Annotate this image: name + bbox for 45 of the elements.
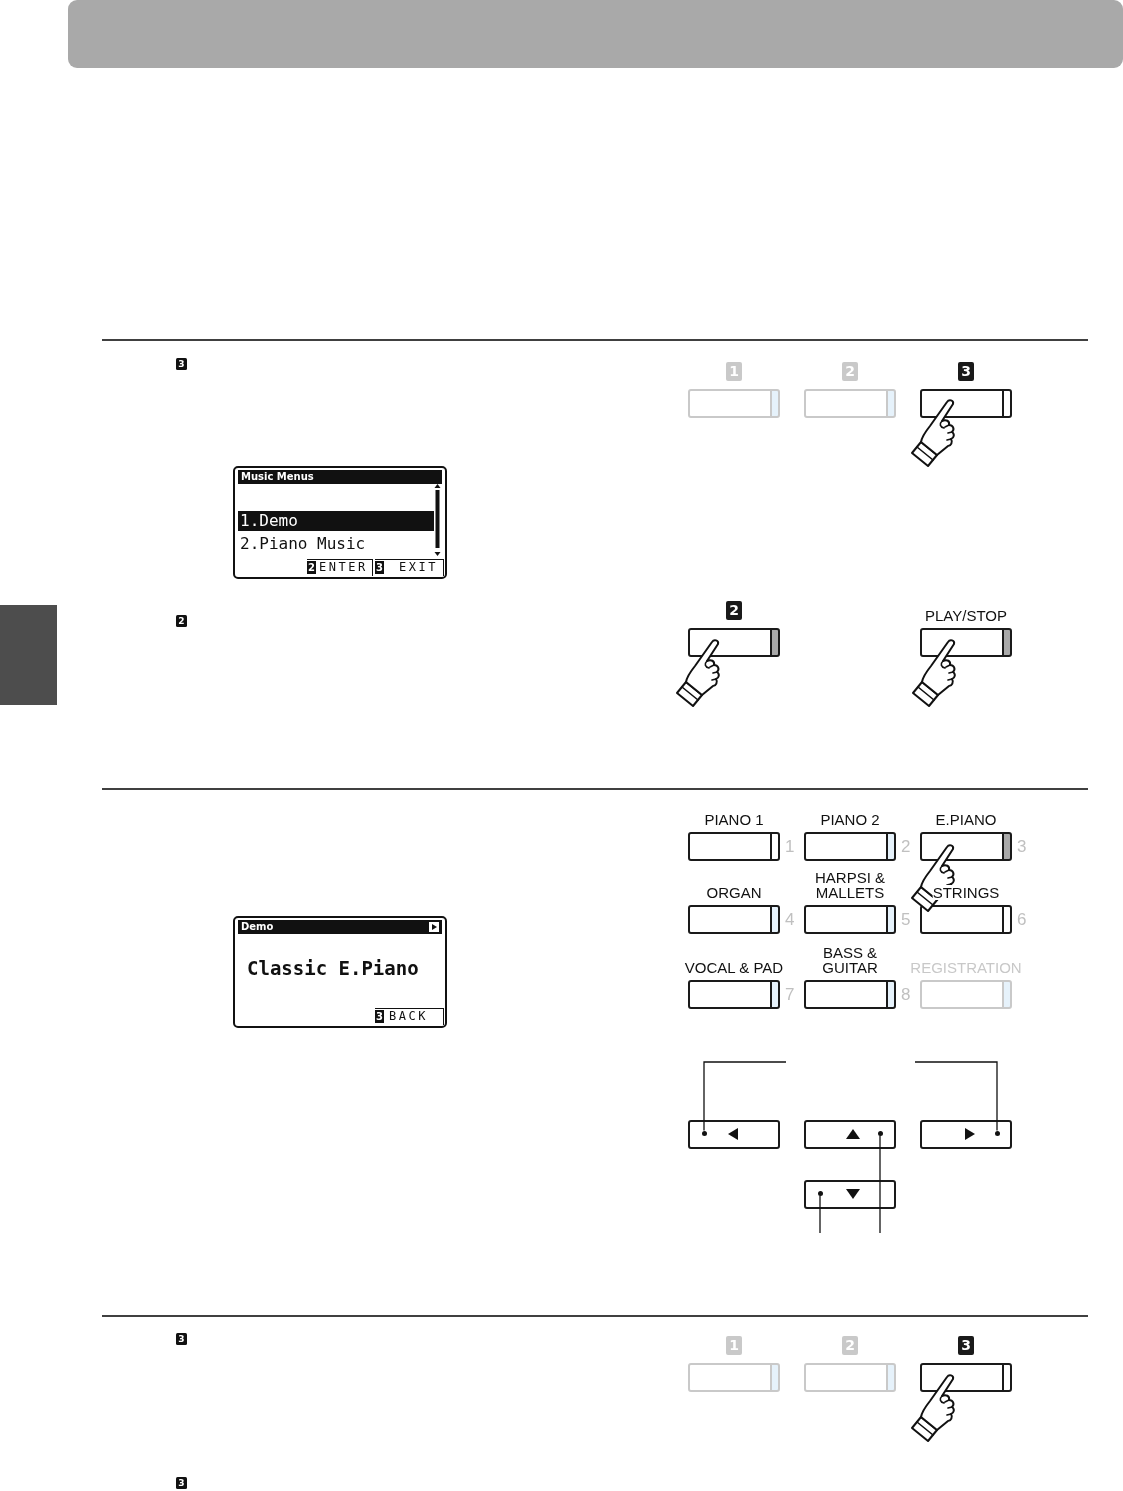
leader-line bbox=[914, 1061, 998, 1132]
softkey-label: EXIT bbox=[399, 560, 438, 575]
leader-line bbox=[703, 1061, 787, 1132]
lcd-screen bbox=[233, 916, 447, 1028]
screen-title: Music Menus bbox=[241, 470, 314, 484]
key-label: E.PIANO bbox=[935, 812, 997, 827]
key-number: 7 bbox=[785, 985, 795, 1004]
key-number: 1 bbox=[785, 837, 795, 856]
menu-item: 2.Piano Music bbox=[239, 534, 366, 554]
key-number: 6 bbox=[1017, 910, 1027, 929]
left-button bbox=[688, 1120, 780, 1149]
side-tab bbox=[0, 605, 57, 705]
key-number: 8 bbox=[901, 985, 911, 1004]
leader-line bbox=[819, 1194, 821, 1234]
key-number: 2 bbox=[901, 837, 911, 856]
screen-text: Classic E.Piano bbox=[247, 956, 419, 980]
softkey-label: ENTER bbox=[319, 560, 368, 575]
key-number: 5 bbox=[901, 910, 911, 929]
right-button bbox=[920, 1120, 1012, 1149]
key-label: PIANO 1 bbox=[704, 812, 764, 827]
key-label: ORGAN bbox=[706, 885, 762, 900]
key-number-badge: 3 bbox=[958, 1336, 974, 1355]
step-badge: 2 bbox=[176, 615, 187, 627]
key-number-badge: 2 bbox=[307, 561, 316, 574]
up-button bbox=[804, 1120, 896, 1149]
leader-line bbox=[879, 1134, 881, 1234]
key-label: STRINGS bbox=[932, 885, 1000, 900]
step-badge: 3 bbox=[176, 1477, 187, 1489]
key-number-badge: 2 bbox=[726, 601, 742, 620]
key-label: PLAY/STOP bbox=[925, 608, 1007, 623]
key-label: PIANO 2 bbox=[820, 812, 880, 827]
down-button bbox=[804, 1180, 896, 1209]
selected-menu-item: 1.Demo bbox=[238, 511, 434, 531]
key-number: 4 bbox=[785, 910, 795, 929]
softkey-label: BACK bbox=[389, 1009, 428, 1024]
step-badge: 3 bbox=[176, 1333, 187, 1345]
key-number-badge: 3 bbox=[375, 1010, 384, 1023]
step-badge: 3 bbox=[176, 358, 187, 370]
screen-title: Demo bbox=[241, 920, 274, 934]
key-number-badge: 3 bbox=[375, 561, 384, 574]
key-label: VOCAL & PAD bbox=[684, 960, 784, 975]
key-number-badge: 3 bbox=[958, 362, 974, 381]
header-bar bbox=[68, 0, 1123, 68]
key-number: 3 bbox=[1017, 837, 1027, 856]
lcd-screen bbox=[233, 466, 447, 579]
